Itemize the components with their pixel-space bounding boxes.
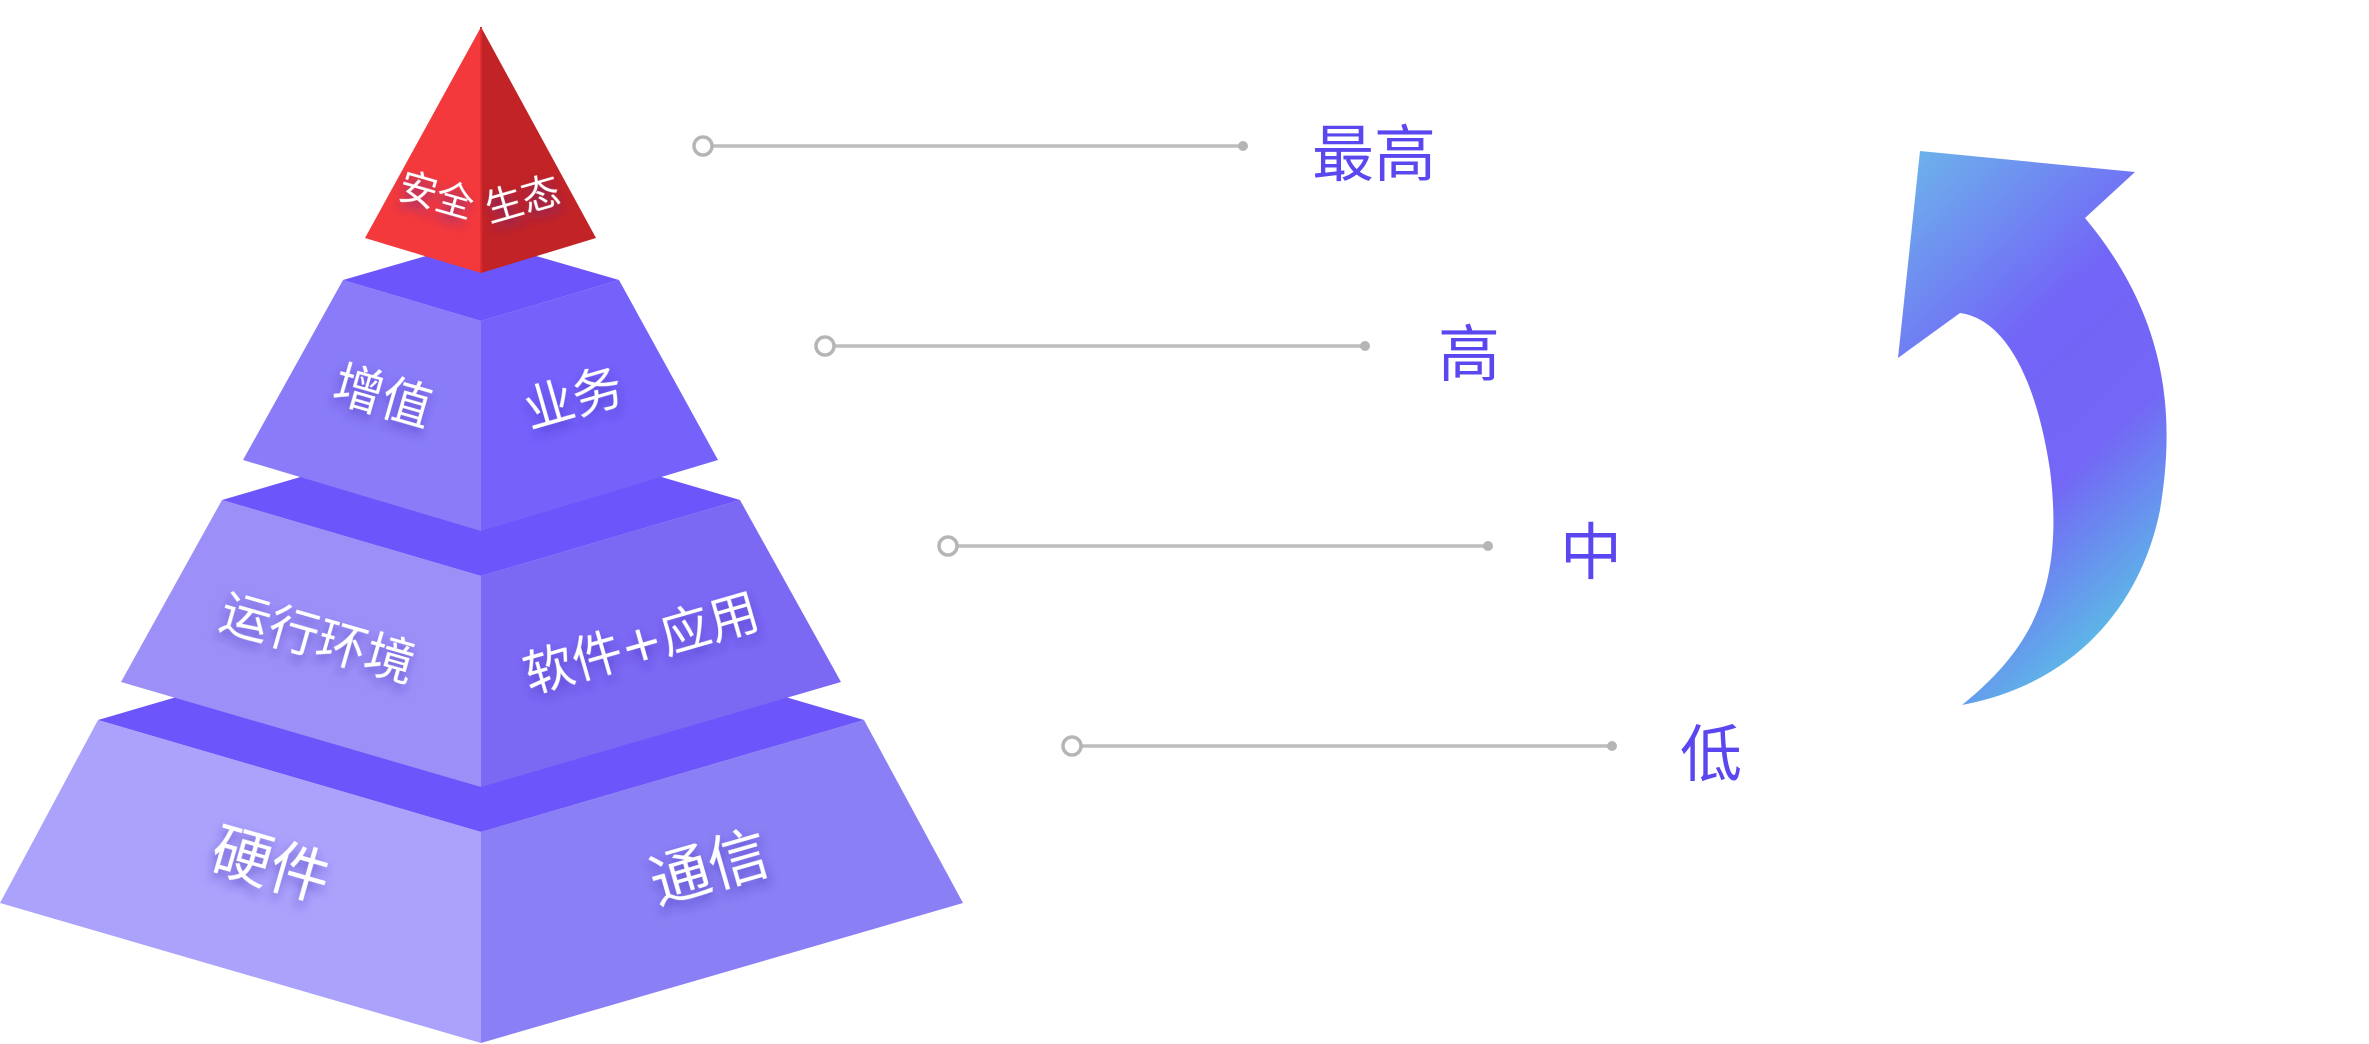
hollow-circle-icon [692, 135, 714, 157]
hollow-circle-icon [814, 335, 836, 357]
level-label-medium: 中 [1560, 516, 1622, 589]
tier2-left-face [243, 280, 481, 531]
top-right-face [481, 27, 596, 273]
level-label-low: 低 [1680, 718, 1742, 791]
level-row-highest: 最高 [692, 118, 1436, 191]
hollow-circle-icon [1061, 735, 1083, 757]
pyramid: 硬件 通信 运行环境 软件+应用 增值 业务 安全 生态 [0, 27, 963, 1043]
tier3-right-face [481, 500, 841, 787]
level-row-high: 高 [814, 318, 1500, 391]
tier4-left-face [0, 720, 481, 1043]
level-scale: 最高 高 中 低 [692, 118, 1742, 791]
tier2-right-face [481, 280, 718, 531]
level-row-low: 低 [1061, 718, 1742, 791]
tier-security-ecosystem: 安全 生态 [365, 27, 596, 273]
tier4-right-face [481, 720, 963, 1043]
dot-icon [1483, 541, 1493, 551]
dot-icon [1607, 741, 1617, 751]
tier3-left-face [121, 500, 481, 787]
hollow-circle-icon [937, 535, 959, 557]
top-left-face [365, 27, 481, 273]
level-label-high: 高 [1438, 318, 1500, 391]
level-label-highest: 最高 [1312, 118, 1436, 191]
tier2-rim [343, 240, 619, 321]
curved-up-arrow-icon [1898, 151, 2167, 705]
dot-icon [1360, 341, 1370, 351]
level-row-medium: 中 [937, 516, 1622, 589]
tier-value-added-business: 增值 业务 [243, 240, 718, 531]
dot-icon [1238, 141, 1248, 151]
